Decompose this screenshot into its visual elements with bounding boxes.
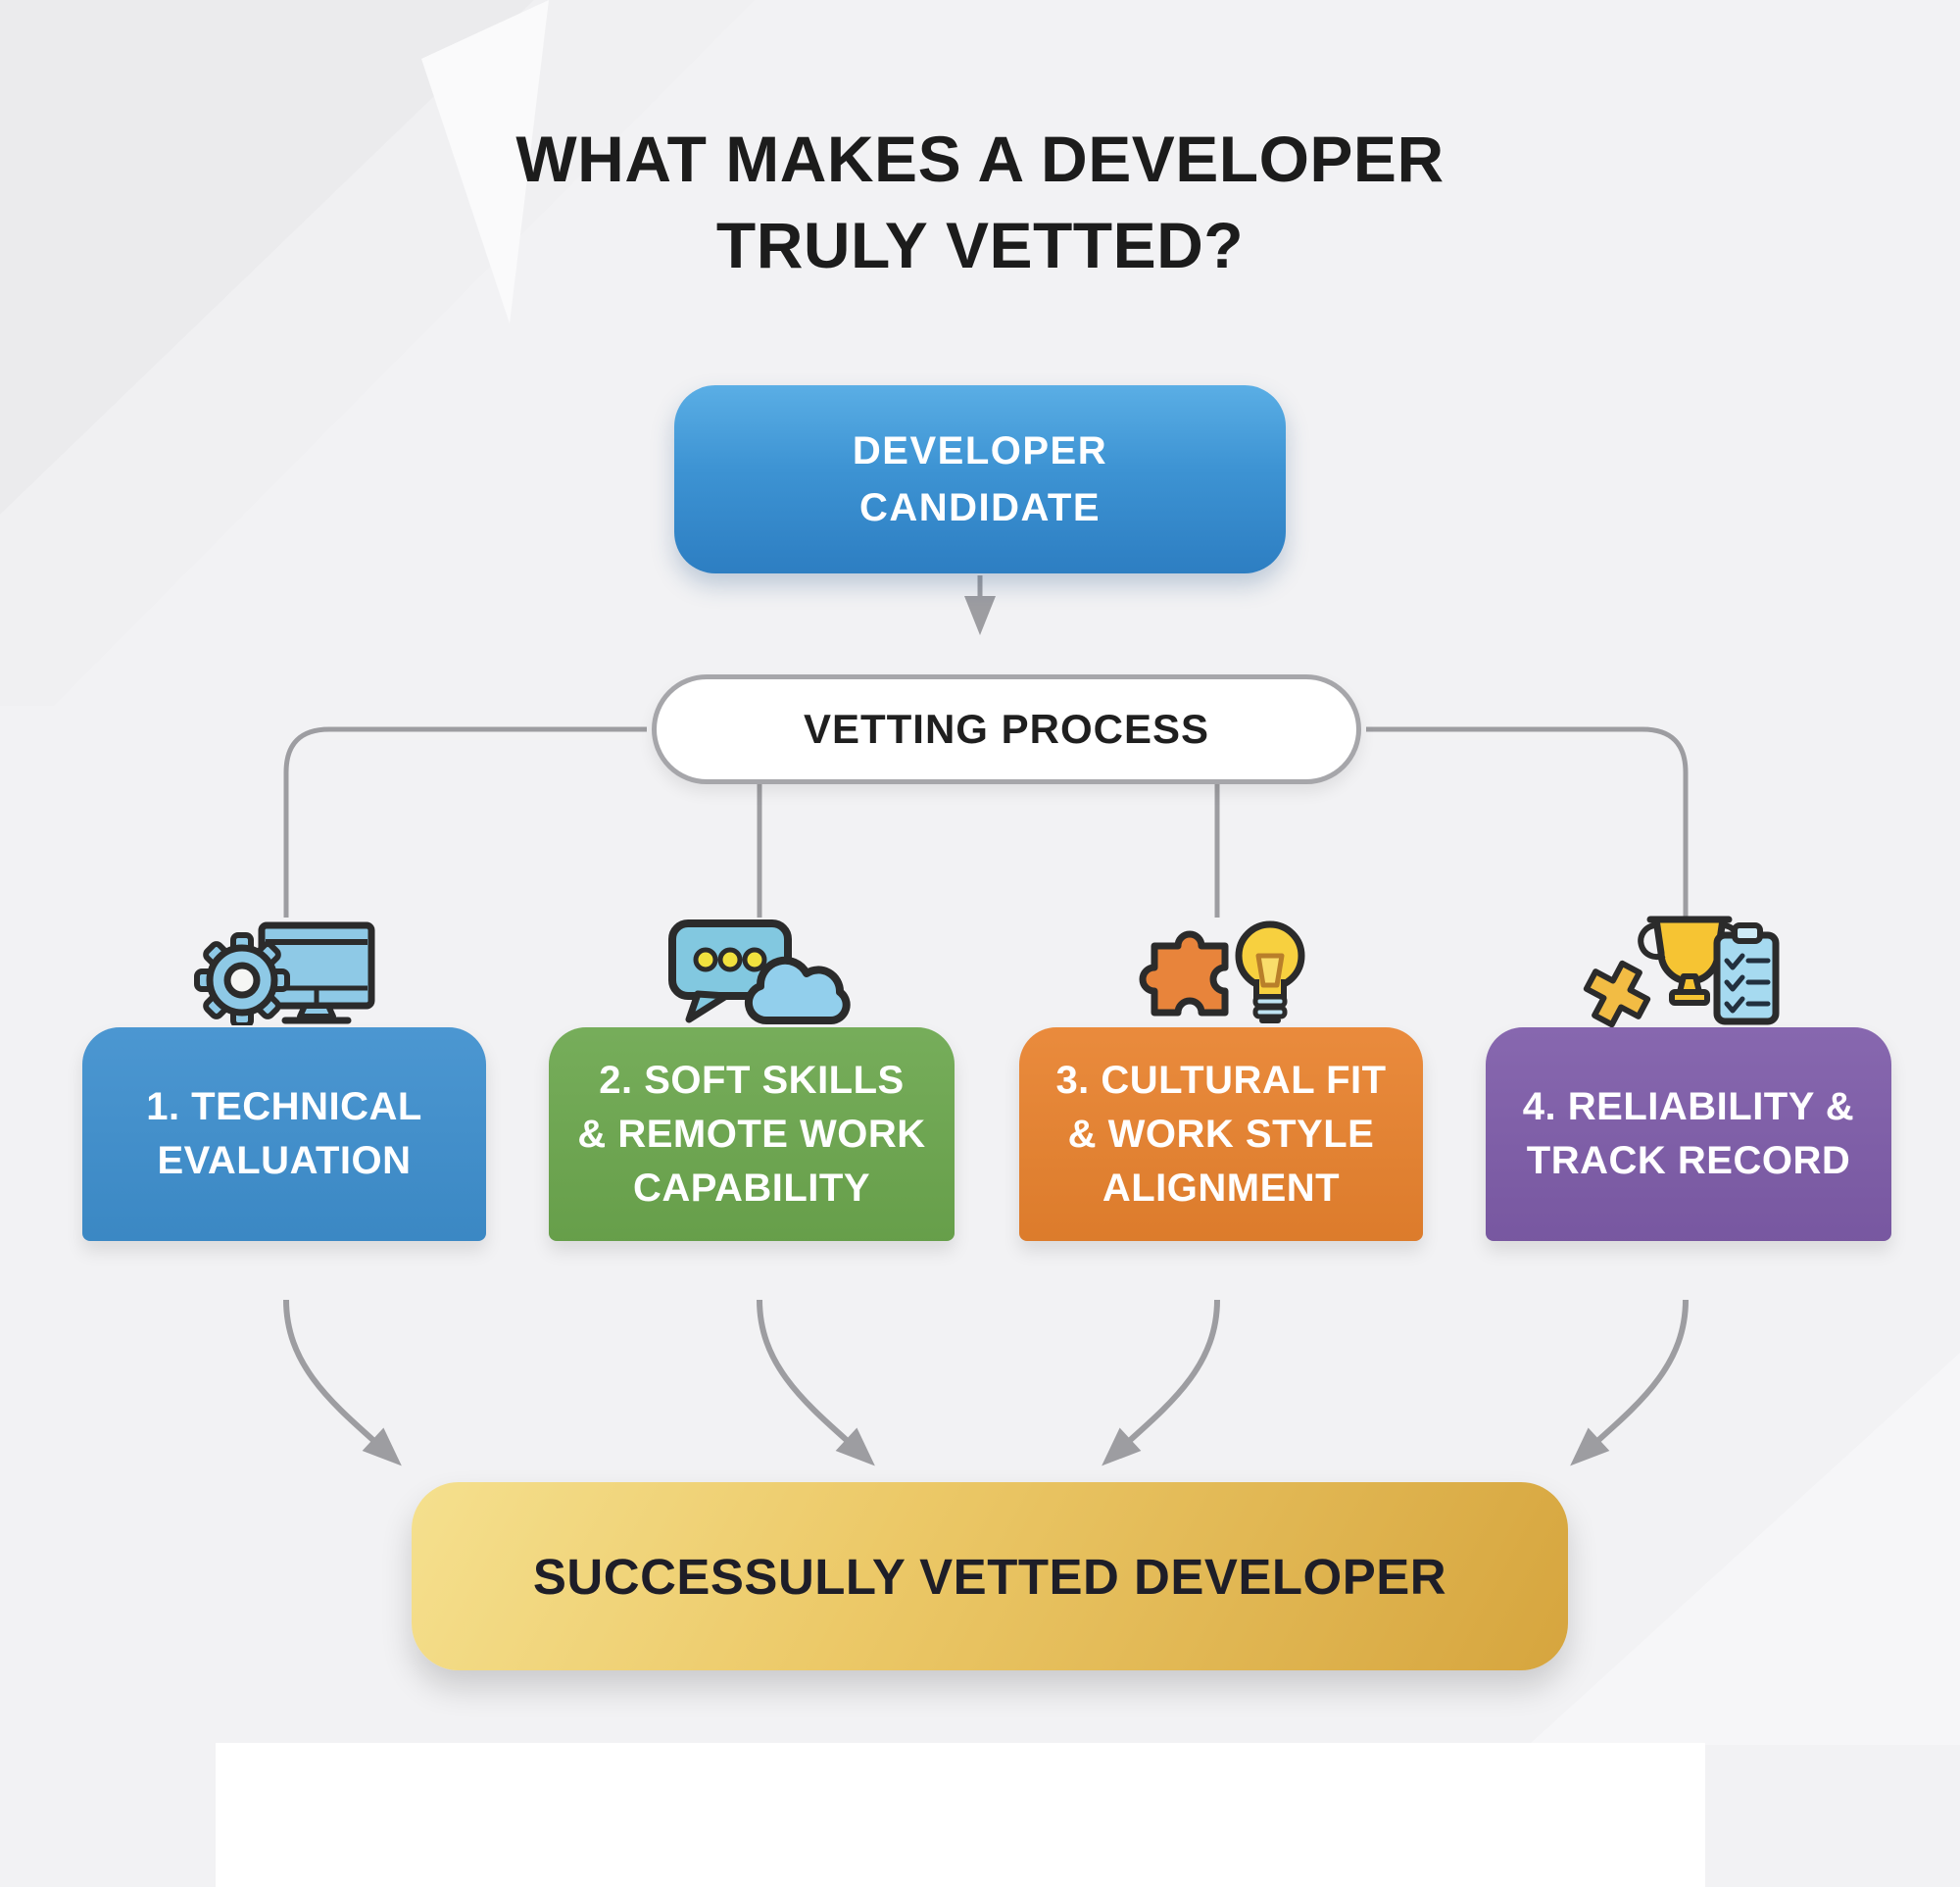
criterion-label-line: TRACK RECORD — [1526, 1139, 1851, 1182]
branch-to-criterion-1 — [283, 726, 647, 918]
candidate-line-1: DEVELOPER — [852, 429, 1108, 472]
branch-to-criterion-4 — [1366, 726, 1689, 918]
criterion-label-line: ALIGNMENT — [1102, 1166, 1341, 1210]
criterion-label-line: & REMOTE WORK — [577, 1112, 926, 1156]
criterion-label-line: 4. RELIABILITY & — [1522, 1085, 1855, 1128]
criterion-label-line: EVALUATION — [157, 1139, 412, 1182]
vetting-process-label: VETTING PROCESS — [803, 706, 1210, 752]
criterion-label-line: 3. CULTURAL FIT — [1055, 1058, 1387, 1102]
title-line-2: TRULY VETTED? — [715, 209, 1245, 281]
criterion-label-line: & WORK STYLE — [1067, 1112, 1375, 1156]
criterion-label-line: 2. SOFT SKILLS — [599, 1058, 905, 1102]
cross-trophy-and-checklist-icon — [1583, 916, 1780, 1027]
criterion-box-3: 3. CULTURAL FIT & WORK STYLE ALIGNMENT — [1019, 1027, 1423, 1241]
candidate-line-2: CANDIDATE — [858, 486, 1102, 529]
criterion-label-line: 1. TECHNICAL — [146, 1085, 422, 1128]
vetted-developer-node: SUCCESSULLY VETTED DEVELOPER — [412, 1482, 1568, 1670]
arrow-criterion-3-to-result — [1102, 1299, 1220, 1466]
vetting-process-node: VETTING PROCESS — [652, 674, 1361, 784]
arrow-criterion-1-to-result — [283, 1299, 402, 1466]
vetted-developer-label: SUCCESSULLY VETTED DEVELOPER — [532, 1548, 1447, 1605]
page-title: WHAT MAKES A DEVELOPER TRULY VETTED? — [0, 116, 1960, 288]
chat-bubble-and-cloud-icon — [668, 919, 851, 1025]
developer-candidate-node: DEVELOPER CANDIDATE — [674, 385, 1286, 573]
criterion-box-2: 2. SOFT SKILLS & REMOTE WORK CAPABILITY — [549, 1027, 955, 1241]
arrow-criterion-4-to-result — [1570, 1299, 1689, 1466]
criterion-label-line: CAPABILITY — [632, 1166, 871, 1210]
gear-and-monitor-icon — [194, 921, 375, 1025]
title-line-1: WHAT MAKES A DEVELOPER — [515, 123, 1445, 195]
bottom-white-band — [216, 1743, 1705, 1887]
arrow-criterion-2-to-result — [757, 1299, 875, 1466]
criterion-box-1: 1. TECHNICAL EVALUATION — [82, 1027, 486, 1241]
puzzle-and-lightbulb-icon — [1139, 920, 1305, 1023]
criterion-box-4: 4. RELIABILITY & TRACK RECORD — [1486, 1027, 1891, 1241]
